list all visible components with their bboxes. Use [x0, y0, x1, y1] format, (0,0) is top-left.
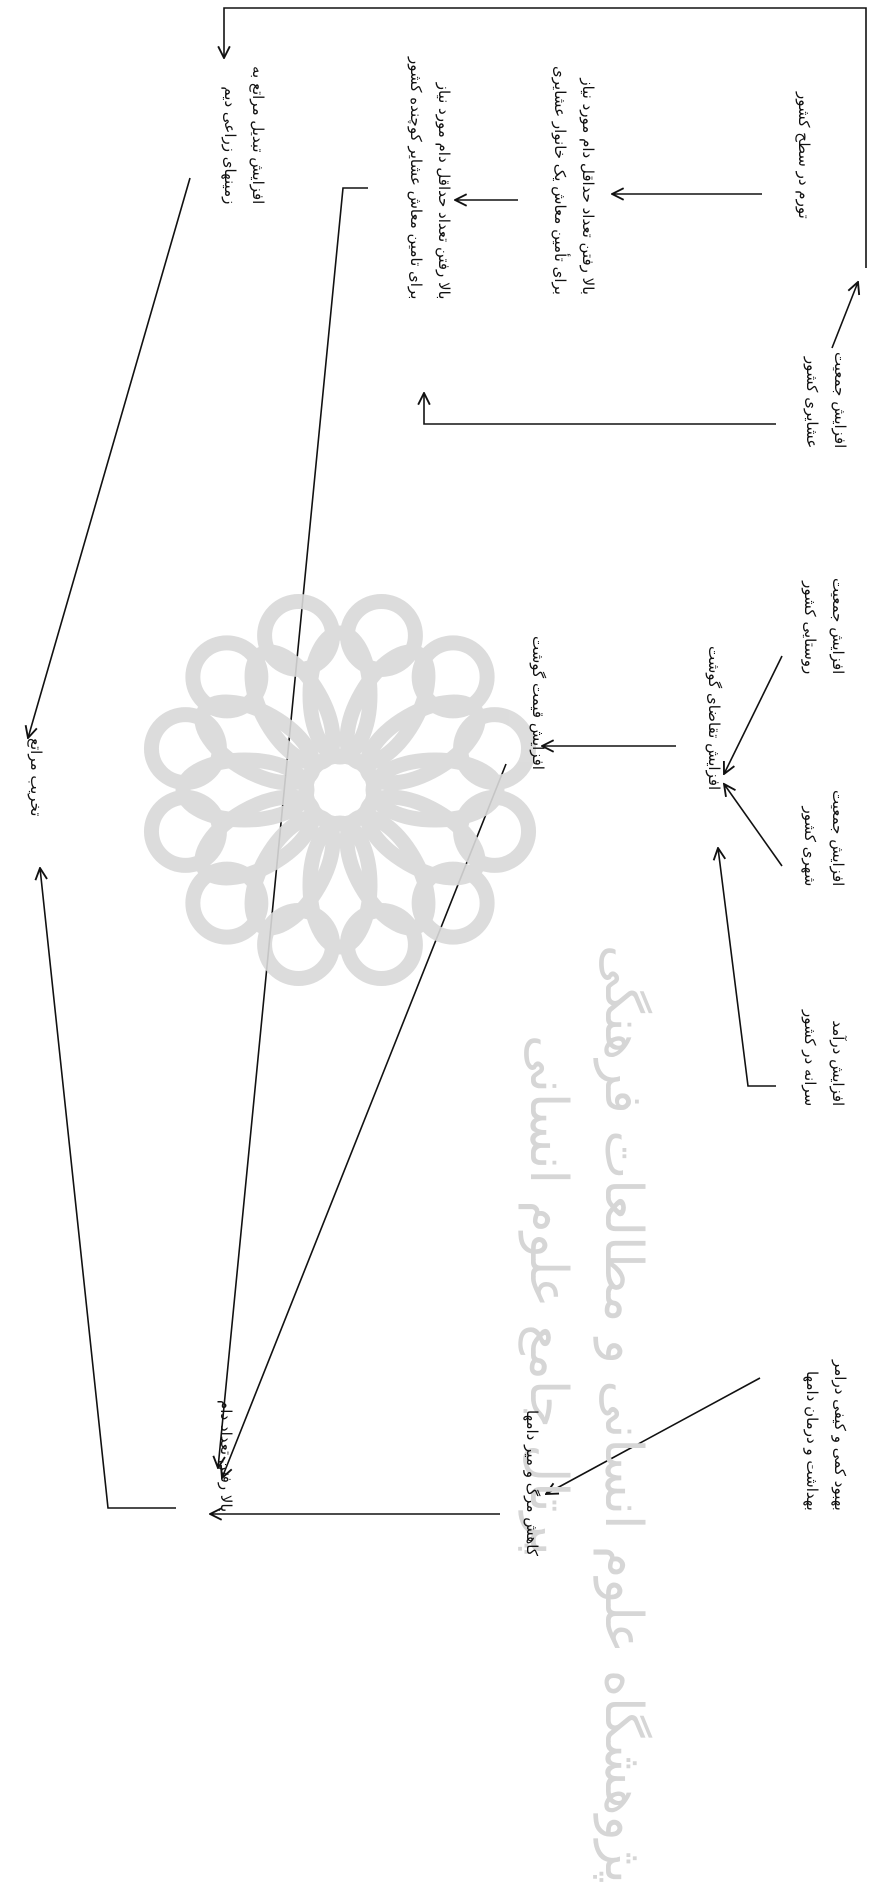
node-text-line: افزایش جمعیت: [829, 790, 847, 887]
arrow-livestock-to-pasture-destruction: [40, 868, 176, 1509]
node-text-line: افزایش جمعیت: [829, 578, 847, 675]
node-text-line: بالا رفتن تعداد حداقل دام مورد نیاز: [435, 82, 453, 300]
watermark-institute-name: پژوهشگاه علوم انسانی و مطالعات فرهنگی: [593, 945, 653, 1884]
node-text-line: تخریب مراتع: [27, 738, 45, 817]
arrow-nomadic-pop-to-herd-nomadic: [424, 393, 776, 425]
node-text-line: زمینهای زراعی دیم: [221, 86, 239, 205]
node-text-line: عشایری کشور: [803, 356, 821, 449]
rosette-outer-lobe: [411, 861, 495, 945]
arrow-income-to-meat-demand: [718, 848, 776, 1087]
node-text-line: سرانه در کشور: [801, 1010, 819, 1107]
node-text-line: افزایش درآمد: [829, 1020, 847, 1107]
node-urban-population: افزایش جمعیت شهری کشور: [796, 790, 852, 886]
rosette-outer-lobe: [185, 861, 269, 945]
node-nomadic-population: افزایش جمعیت عشایری کشور: [798, 352, 854, 448]
rosette-core: [298, 748, 382, 832]
node-text-line: تورم در سطح کشور: [795, 92, 813, 219]
node-text-line: برای تأمین معاش یک خانوار عشایری: [551, 66, 569, 295]
node-meat-demand: افزایش تقاضای گوشت: [700, 646, 728, 790]
arrow-vet-to-mortality-drop: [546, 1377, 761, 1494]
arrow-urban-pop-to-meat-demand: [724, 784, 783, 867]
node-text-line: بهداشت و درمان دامها: [803, 1370, 821, 1511]
node-herd-min-family: بالا رفتن تعداد حداقل دام مورد نیاز برای …: [546, 66, 602, 295]
node-text-line: افزایش جمعیت: [831, 352, 849, 449]
rosette-outer-lobe: [143, 789, 227, 873]
arrow-herd-nomadic-to-livestock: [218, 187, 368, 1468]
node-meat-price: افزایش قیمت گوشت: [524, 636, 552, 770]
rosette-outer-lobe: [339, 593, 423, 677]
arrow-rural-pop-to-meat-demand: [724, 655, 783, 774]
node-text-line: بالا رفتن تعداد دام: [217, 1400, 235, 1513]
node-herd-min-nomadic: بالا رفتن تعداد حداقل دام مورد نیاز برای …: [402, 57, 458, 299]
node-mortality-drop: کاهش مرگ و میر دامها: [518, 1410, 546, 1556]
node-text-line: روستایی کشور: [801, 581, 819, 675]
rosette-outer-lobe: [453, 707, 537, 791]
node-text-line: کاهش مرگ و میر دامها: [523, 1410, 541, 1557]
rosette-outer-lobe: [143, 707, 227, 791]
rosette-outer-lobe: [339, 903, 423, 987]
node-livestock-increase: بالا رفتن تعداد دام: [212, 1400, 240, 1512]
rosette-outer-lobe: [257, 903, 341, 987]
rosette-outer-lobe: [453, 789, 537, 873]
node-text-line: شهری کشور: [801, 806, 819, 887]
node-text-line: افزایش تقاضای گوشت: [705, 646, 723, 791]
rosette-outer-lobe: [185, 635, 269, 719]
node-text-line: افزایش قیمت گوشت: [529, 636, 547, 770]
arrow-rangeland-to-pasture-destruction: [28, 177, 191, 738]
arrow-nomadic-pop-to-inflation: [831, 282, 858, 349]
rosette-emblem-watermark: [143, 593, 537, 987]
node-veterinary-improvement: بهبود کمی و کیفی درامر بهداشت و درمان دام…: [798, 1360, 854, 1511]
node-pasture-destruction: تخریب مراتع: [22, 738, 50, 816]
node-inflation: تورم در سطح کشور: [790, 92, 818, 219]
node-text-line: بهبود کمی و کیفی درامر: [831, 1360, 849, 1511]
node-text-line: افزایش تبدیل مراتع به: [249, 66, 267, 205]
arrow-inflation-to-rangeland-conversion: [224, 7, 867, 268]
node-rural-population: افزایش جمعیت روستایی کشور: [796, 578, 852, 674]
node-text-line: برای تامین معاش عشایر کوچنده کشور: [407, 57, 425, 300]
rosette-outer-lobe: [411, 635, 495, 719]
node-text-line: بالا رفتن تعداد حداقل دام مورد نیاز: [579, 78, 597, 295]
rosette-outer-lobe: [257, 593, 341, 677]
node-rangeland-conversion: افزایش تبدیل مراتع به زمینهای زراعی دیم: [216, 66, 272, 204]
node-per-capita-income: افزایش درآمد سرانه در کشور: [796, 1010, 852, 1106]
